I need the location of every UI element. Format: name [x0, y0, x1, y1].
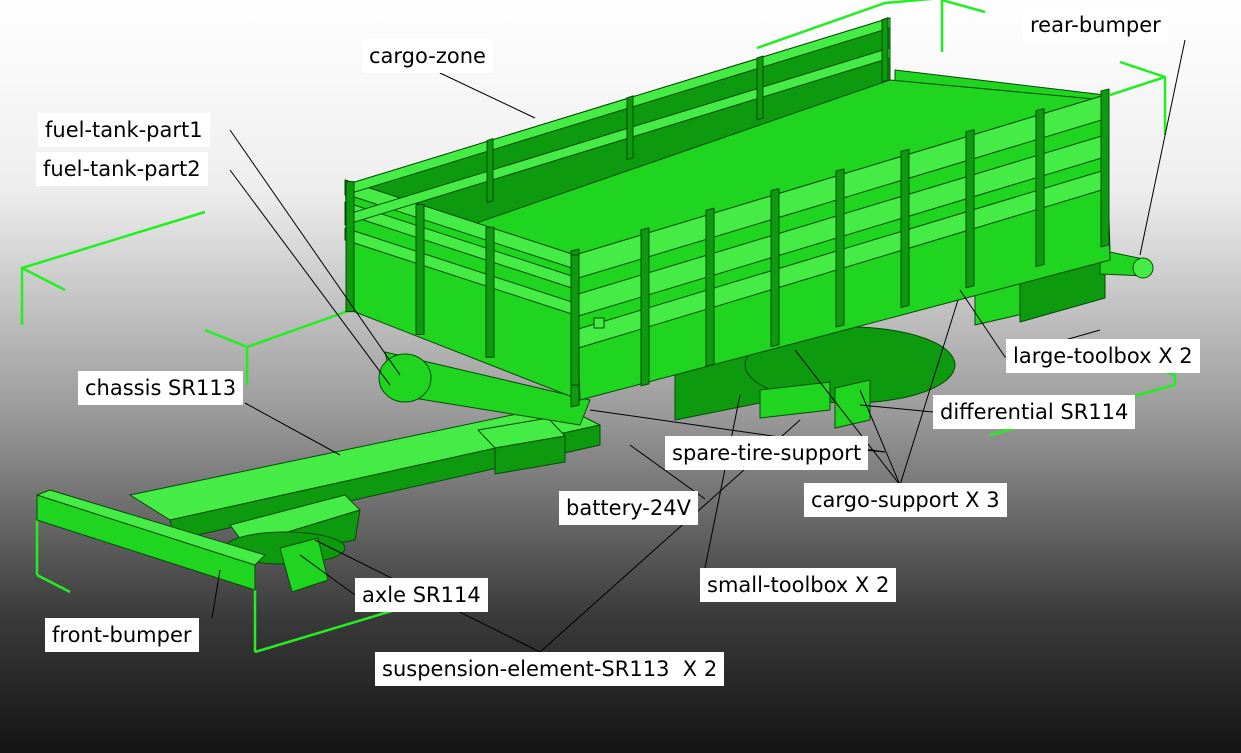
- leader-line-5: [244, 402, 341, 456]
- label-cargo-support: cargo-support X 3: [804, 483, 1007, 517]
- long-wall-post-8: [1035, 108, 1045, 268]
- bbox-corner-line-12: [1119, 60, 1167, 135]
- fuel-tank-cap: [378, 353, 432, 403]
- label-small-toolbox: small-toolbox X 2: [700, 568, 897, 602]
- differential-housing: [759, 381, 831, 419]
- long-wall-post-7: [965, 129, 975, 289]
- leader-line-12: [859, 389, 901, 486]
- label-front-bumper: front-bumper: [45, 618, 199, 652]
- leader-line-16: [299, 554, 356, 596]
- bbox-corner-line-11: [941, 0, 986, 14]
- leader-line-17: [211, 569, 221, 619]
- bbox-corner-line-1: [20, 265, 66, 325]
- side-wall-post-3: [485, 226, 495, 358]
- leader-line-8: [859, 404, 934, 413]
- bbox-corner-line-8: [246, 303, 366, 349]
- battery-box-side: [494, 435, 566, 475]
- long-wall-post-2: [640, 227, 650, 387]
- long-wall-post-3: [705, 207, 715, 367]
- long-wall-post-9: [1100, 88, 1110, 248]
- label-differential: differential SR114: [933, 395, 1136, 429]
- long-wall-post-4: [770, 188, 780, 348]
- trailer-3d-model: [36, 17, 1154, 593]
- rear-wall-post-1: [486, 138, 494, 204]
- long-wall-post-6: [900, 148, 910, 308]
- bbox-corner-line-9: [756, 0, 934, 50]
- rear-wall-post-3: [756, 55, 764, 121]
- label-battery: battery-24V: [559, 491, 698, 525]
- leader-line-4: [229, 169, 391, 386]
- label-fuel-tank-part2: fuel-tank-part2: [36, 152, 208, 186]
- bbox-corner-line-2: [21, 210, 206, 270]
- long-wall-post-5: [835, 168, 845, 328]
- label-suspension: suspension-element-SR113 X 2: [375, 652, 725, 686]
- label-axle: axle SR114: [355, 578, 488, 612]
- rear-wall-slat-2: [344, 47, 891, 226]
- cargo-support-block: [834, 379, 871, 429]
- leader-line-2: [1139, 39, 1186, 256]
- leader-line-14: [629, 444, 706, 500]
- suspension-element: [279, 537, 329, 593]
- bbox-corner-line-6: [254, 608, 396, 654]
- leader-line-15: [704, 394, 741, 569]
- rear-wall-slat-1: [344, 17, 891, 196]
- bbox-corner-line-4: [36, 573, 71, 594]
- rear-wall-post-4: [881, 17, 889, 83]
- side-wall-post-1: [345, 181, 355, 313]
- side-wall-post-2: [415, 203, 425, 335]
- side-wall-post-4: [570, 254, 580, 386]
- label-large-toolbox: large-toolbox X 2: [1006, 339, 1200, 373]
- leader-line-13: [794, 349, 901, 486]
- label-spare-tire-support: spare-tire-support: [665, 436, 869, 470]
- rear-wall-post-2: [626, 95, 634, 161]
- leader-line-11: [899, 299, 959, 486]
- label-fuel-tank-part1: fuel-tank-part1: [38, 113, 210, 147]
- leader-line-1: [439, 72, 536, 119]
- rear-bumper-end: [1132, 257, 1154, 279]
- label-cargo-zone: cargo-zone: [362, 39, 493, 73]
- label-chassis: chassis SR113: [78, 371, 244, 405]
- label-rear-bumper: rear-bumper: [1023, 8, 1168, 42]
- marker-light: [593, 317, 605, 329]
- leader-line-6: [959, 289, 1006, 358]
- bbox-corner-line-13: [1109, 75, 1166, 97]
- front-bumper-top: [36, 489, 266, 566]
- leader-line-3: [229, 129, 401, 376]
